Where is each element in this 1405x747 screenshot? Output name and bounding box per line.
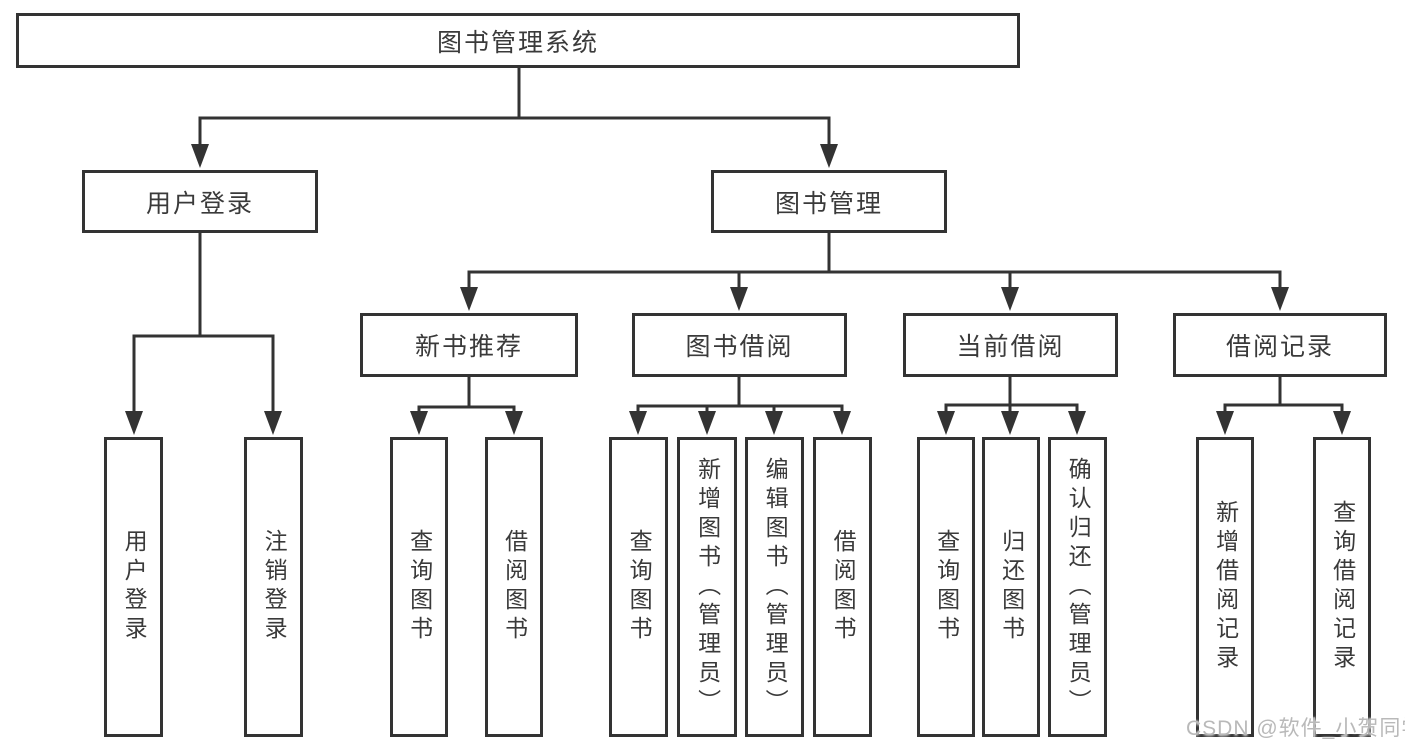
connector-book-borrow	[629, 375, 851, 435]
connector-user-login	[125, 231, 282, 435]
leaf-record-query-borrow-record: 查询借阅记录	[1313, 437, 1371, 737]
node-book-management: 图书管理	[711, 170, 947, 233]
arrowhead	[1001, 287, 1019, 311]
arrowhead	[629, 411, 647, 435]
leaf-newrec-borrow-book: 借阅图书	[485, 437, 543, 737]
arrowhead	[937, 411, 955, 435]
arrowhead	[698, 411, 716, 435]
node-user-login: 用户登录	[82, 170, 318, 233]
watermark: CSDN @软件_小贺同学	[1186, 717, 1405, 740]
connector-current-borrow	[937, 375, 1086, 435]
connector-new-book-recommend	[410, 375, 523, 435]
leaf-record-add-borrow-record: 新增借阅记录	[1196, 437, 1254, 737]
connector-book-management	[460, 231, 1289, 311]
arrowhead	[264, 411, 282, 435]
arrowhead	[1068, 411, 1086, 435]
arrowhead	[765, 411, 783, 435]
leaf-user-login: 用户登录	[104, 437, 163, 737]
leaf-current-confirm-return-admin: 确认归还（管理员）	[1048, 437, 1107, 737]
arrowhead	[833, 411, 851, 435]
connector-root	[191, 66, 838, 168]
arrowhead	[1216, 411, 1234, 435]
node-root: 图书管理系统	[16, 13, 1020, 68]
arrowhead	[1333, 411, 1351, 435]
arrowhead	[191, 144, 209, 168]
node-borrow-record: 借阅记录	[1173, 313, 1387, 377]
arrowhead	[460, 287, 478, 311]
arrowhead	[1271, 287, 1289, 311]
connector-borrow-record	[1216, 375, 1351, 435]
arrowhead	[820, 144, 838, 168]
leaf-current-return-book: 归还图书	[982, 437, 1040, 737]
arrowhead	[730, 287, 748, 311]
node-book-borrow: 图书借阅	[632, 313, 847, 377]
leaf-borrow-borrow-book: 借阅图书	[813, 437, 872, 737]
leaf-logout: 注销登录	[244, 437, 303, 737]
node-new-book-recommend: 新书推荐	[360, 313, 578, 377]
arrowhead	[125, 411, 143, 435]
node-current-borrow: 当前借阅	[903, 313, 1118, 377]
arrowhead	[505, 411, 523, 435]
arrowhead	[410, 411, 428, 435]
leaf-borrow-add-book-admin: 新增图书（管理员）	[677, 437, 737, 737]
leaf-newrec-query-book: 查询图书	[390, 437, 448, 737]
leaf-borrow-query-book: 查询图书	[609, 437, 668, 737]
leaf-current-query-book: 查询图书	[917, 437, 975, 737]
arrowhead	[1001, 411, 1019, 435]
leaf-borrow-edit-book-admin: 编辑图书（管理员）	[745, 437, 804, 737]
